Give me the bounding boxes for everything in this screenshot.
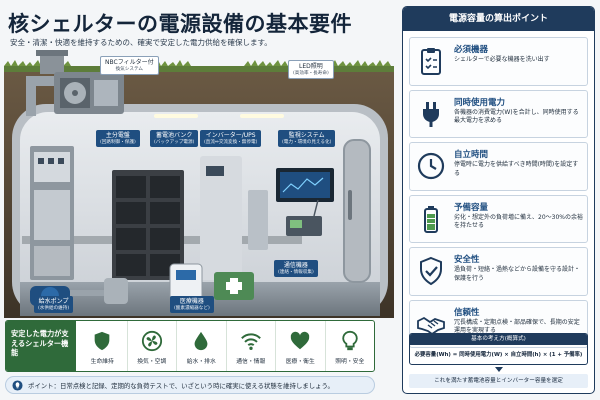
- function-item: 給水・排水: [176, 321, 226, 371]
- callout-inverter-sub: (直流⇔交流変換・無停電): [204, 139, 258, 145]
- callout-main-panel: 主分電盤 (回路制御・保護): [96, 130, 140, 148]
- capacity-point-desc: 劣化・想定外の負荷増に備え、20〜30%の余裕を持たせる: [454, 213, 583, 230]
- formula-box: 基本の考え方(概算式) 必要容量(Wh) = 同時使用電力(W) × 自立時間(…: [409, 333, 588, 365]
- point-banner: ポイント：日常点検と記録、定期的な負荷テストで、いざという時に確実に使える状態を…: [5, 376, 375, 394]
- callout-pump: 給水ポンプ (水供給の維持): [34, 296, 74, 314]
- capacity-point-desc: 過負荷・短絡・過熱などから設備を守る設計・保護を行う: [454, 266, 581, 282]
- capacity-point-desc: 各機器の消費電力(W)を合計し、同時使用する最大電力を求める: [454, 108, 579, 125]
- callout-pump-sub: (水供給の維持): [38, 305, 70, 311]
- function-label: 給水・排水: [186, 358, 216, 365]
- capacity-point-title: 同時使用電力: [454, 97, 506, 108]
- callout-led-sub: (高効率・長寿命): [293, 70, 329, 76]
- fan-icon: [141, 330, 162, 351]
- capacity-points-list: 必須機器 シェルターで必要な機器を洗い出す 同時使用電力 各機器の消費電力(W)…: [409, 37, 588, 352]
- callout-nbc-filter: NBCフィルター付 換気システム: [100, 56, 159, 76]
- function-label: 医療・衛生: [285, 358, 315, 365]
- clock-icon: [417, 152, 445, 180]
- callout-led: LED照明 (高効率・長寿命): [288, 60, 334, 80]
- function-item: 換気・空調: [126, 321, 177, 371]
- page-subtitle: 安全・清潔・快適を維持するための、確実で安定した電力供給を確保します。: [10, 38, 272, 47]
- callout-nbc-sub: 換気システム: [115, 66, 143, 72]
- capacity-point-title: 信頼性: [454, 307, 480, 318]
- callout-medical: 医療機器 (酸素濃縮器など): [170, 296, 214, 314]
- water-drop-icon: [194, 331, 208, 350]
- functions-heading: 安定した電力が支えるシェルター機能: [6, 321, 76, 371]
- callout-comms: 通信機器 (連絡・情報収集): [274, 260, 318, 278]
- callout-medical-title: 医療機器: [179, 298, 204, 305]
- handshake-icon: [417, 316, 445, 335]
- capacity-point-desc: 冗長構成・定期点検・部品確保で、長期の安定運用を実現する: [454, 318, 580, 335]
- capacity-point-title: 自立時間: [454, 150, 489, 160]
- function-item: 医療・衛生: [275, 321, 325, 371]
- capacity-point-title: 必須機器: [454, 45, 489, 55]
- function-label: 照明・安全: [335, 358, 365, 365]
- capacity-point: 予備容量 劣化・想定外の負荷増に備え、20〜30%の余裕を持たせる: [409, 194, 588, 243]
- lightbulb-icon: [342, 330, 358, 350]
- callout-monitor: 監視システム (電力・環境の見える化): [278, 130, 336, 148]
- capacity-point-desc: 停電時に電力を供給すべき時間(時間)を設定する: [454, 161, 579, 177]
- capacity-point: 安全性 過負荷・短絡・過熱などから設備を守る設計・保護を行う: [409, 247, 588, 296]
- callout-nbc-title: NBCフィルター付: [105, 59, 154, 66]
- callout-monitor-sub: (電力・環境の見える化): [282, 139, 332, 145]
- function-label: 換気・空調: [137, 358, 167, 365]
- lightbulb-icon: [12, 380, 23, 391]
- shelter-illustration: NBCフィルター付 換気システム LED照明 (高効率・長寿命) 主分電盤 (回…: [4, 50, 394, 318]
- point-text: ポイント：日常点検と記録、定期的な負荷テストで、いざという時に確実に使える状態を…: [28, 381, 334, 390]
- callout-battery-title: 蓄電池バンク: [156, 132, 193, 139]
- callout-monitor-title: 監視システム: [288, 132, 325, 139]
- callout-comms-sub: (連絡・情報収集): [278, 269, 314, 275]
- capacity-panel: 電源容量の算出ポイント 必須機器 シェルターで必要な機器を洗い出す 同時使用電力…: [402, 6, 595, 394]
- callout-inverter: インバーター/UPS (直流⇔交流変換・無停電): [200, 130, 262, 148]
- shield-icon: [94, 331, 110, 350]
- wifi-icon: [240, 332, 261, 350]
- capacity-point: 同時使用電力 各機器の消費電力(W)を合計し、同時使用する最大電力を求める: [409, 89, 588, 138]
- callout-inverter-title: インバーター/UPS: [205, 132, 256, 139]
- formula-heading: 基本の考え方(概算式): [410, 334, 587, 345]
- callout-battery-sub: (バックアップ電源): [154, 139, 195, 145]
- capacity-point-title: 安全性: [454, 255, 480, 265]
- shield-check-icon: [420, 256, 442, 286]
- plug-icon: [423, 101, 439, 127]
- callout-pump-title: 給水ポンプ: [38, 298, 69, 305]
- function-label: 生命維持: [90, 358, 114, 365]
- function-item: 照明・安全: [324, 321, 375, 371]
- callout-comms-title: 通信機器: [283, 262, 308, 269]
- callout-main-panel-title: 主分電盤: [105, 132, 130, 139]
- callout-medical-sub: (酸素濃縮器など): [174, 305, 210, 311]
- formula-text: 必要容量(Wh) = 同時使用電力(W) × 自立時間(h) × (1 + 予備…: [414, 352, 583, 358]
- functions-list: 生命維持 換気・空調 給水・排水 通信・情報 医療・衛生 照明・安全: [78, 321, 375, 371]
- capacity-point: 必須機器 シェルターで必要な機器を洗い出す: [409, 37, 588, 86]
- capacity-point: 自立時間 停電時に電力を供給すべき時間(時間)を設定する: [409, 142, 588, 191]
- shelter-cutaway-image: [4, 50, 394, 318]
- function-item: 通信・情報: [225, 321, 276, 371]
- page-title: 核シェルターの電源設備の基本要件: [8, 12, 352, 36]
- battery-icon: [424, 205, 438, 233]
- callout-led-title: LED照明: [298, 63, 323, 70]
- heart-icon: [290, 331, 310, 349]
- capacity-point-desc: シェルターで必要な機器を洗い出す: [454, 56, 550, 63]
- panel-title: 電源容量の算出ポイント: [403, 7, 594, 31]
- function-item: 生命維持: [78, 321, 127, 371]
- capacity-point-title: 予備容量: [454, 202, 489, 213]
- callout-main-panel-sub: (回路制御・保護): [100, 139, 136, 145]
- callout-battery: 蓄電池バンク (バックアップ電源): [150, 130, 199, 148]
- function-label: 通信・情報: [236, 358, 266, 365]
- clipboard-icon: [421, 48, 441, 75]
- formula-result: これを満たす蓄電池容量とインバーター容量を選定: [409, 374, 588, 388]
- shelter-functions: 安定した電力が支えるシェルター機能 生命維持 換気・空調 給水・排水 通信・情報…: [5, 320, 375, 372]
- arrow-down-icon: [495, 367, 503, 372]
